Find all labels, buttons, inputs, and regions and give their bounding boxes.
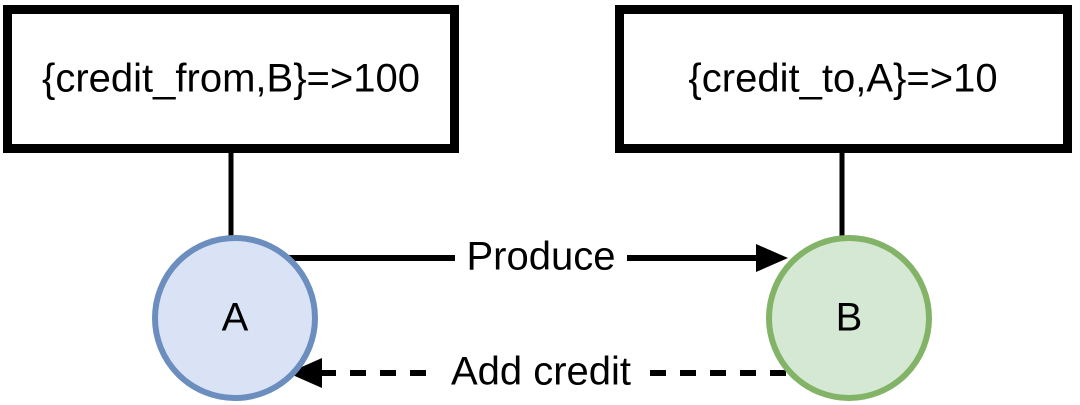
edge-add-credit-arrowhead <box>288 358 322 388</box>
edge-add-credit-label-bg <box>437 351 645 395</box>
node-b-label: B <box>836 296 863 340</box>
node-b-circle[interactable] <box>766 235 932 401</box>
credit-from-box: {credit_from,B}=>100 <box>3 5 459 153</box>
edge-produce-label: Produce <box>467 235 616 279</box>
credit-to-box-label: {credit_to,A}=>10 <box>688 57 997 101</box>
node-a[interactable]: A <box>152 235 318 401</box>
edge-produce-label-bg <box>455 236 627 280</box>
edge-add-credit: Add credit <box>288 350 786 395</box>
edge-produce: Produce <box>286 235 788 280</box>
node-a-label: A <box>222 296 249 340</box>
credit-to-box-rect <box>615 5 1072 153</box>
node-b[interactable]: B <box>766 235 932 401</box>
credit-to-box: {credit_to,A}=>10 <box>615 5 1072 153</box>
node-a-circle[interactable] <box>152 235 318 401</box>
credit-from-box-rect <box>3 5 459 153</box>
edge-add-credit-label: Add credit <box>451 350 631 394</box>
credit-from-box-label: {credit_from,B}=>100 <box>42 57 420 101</box>
edge-produce-arrowhead <box>756 244 788 272</box>
